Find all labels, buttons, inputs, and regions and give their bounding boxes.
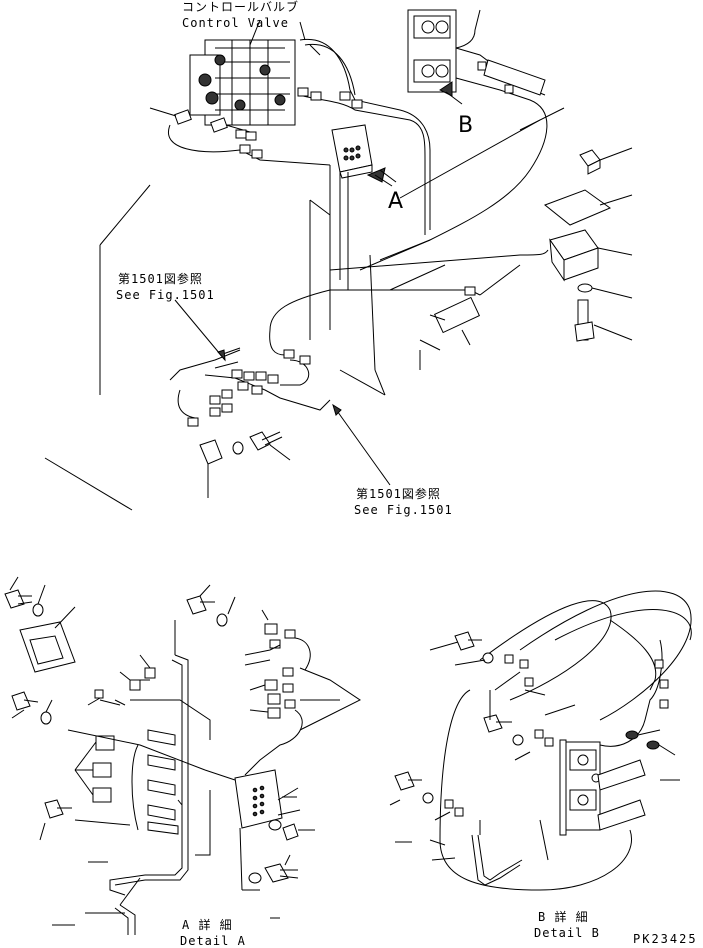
main-harness xyxy=(269,239,549,356)
fig-ref-2-label-jp: 第1501図参照 xyxy=(356,487,441,501)
reference-dashes xyxy=(52,779,680,926)
frame-lines xyxy=(44,184,446,511)
view-a-label: A xyxy=(388,189,404,214)
fig-ref-2-label-en: See Fig.1501 xyxy=(354,503,453,517)
detail-a-label-jp: A 詳 細 xyxy=(182,918,233,932)
fig-ref-1-label-jp: 第1501図参照 xyxy=(118,272,203,286)
controller-box xyxy=(329,124,373,330)
detail-a-label-en: Detail A xyxy=(180,934,246,948)
detail-b xyxy=(389,590,692,891)
detail-b-label-jp: B 詳 細 xyxy=(538,910,589,924)
fig-ref-1-label-en: See Fig.1501 xyxy=(116,288,215,302)
detail-a xyxy=(4,576,361,935)
valve-harness xyxy=(167,21,431,235)
detail-b-label-en: Detail B xyxy=(534,926,600,940)
control-valve-label-jp: コントロールバルブ xyxy=(182,0,300,14)
valve-sensor-left xyxy=(149,107,251,133)
view-arrow-a xyxy=(366,119,541,199)
solenoid-block-b xyxy=(379,9,565,261)
junction-connectors xyxy=(169,347,331,427)
drawing-code-label: PK23425 xyxy=(633,932,698,946)
right-hardware xyxy=(544,147,633,342)
view-b-label: B xyxy=(458,113,474,138)
control-valve-label-en: Control Valve xyxy=(182,16,289,30)
fig-ref-leaders xyxy=(174,299,391,486)
relay-bracket-top xyxy=(199,431,291,498)
control-valve xyxy=(189,19,296,126)
